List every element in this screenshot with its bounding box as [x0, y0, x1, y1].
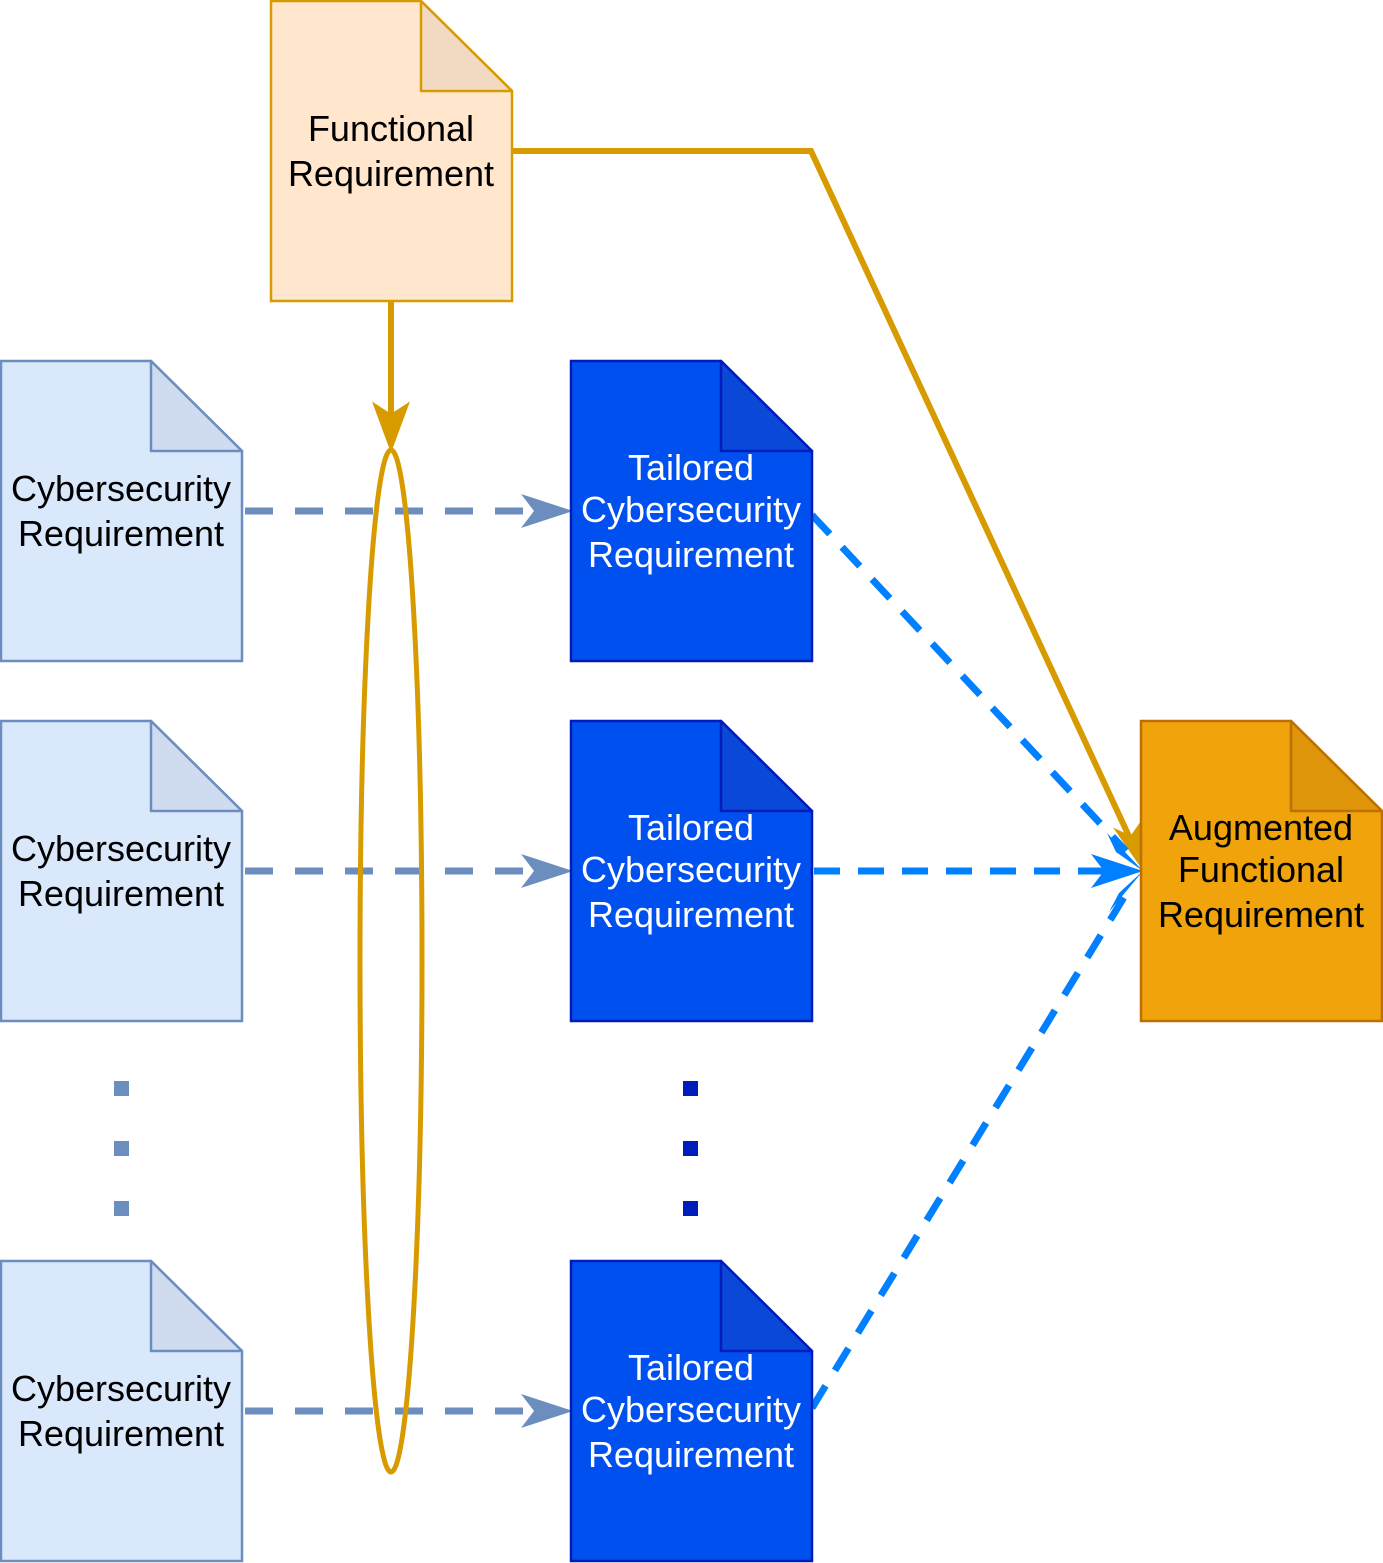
tailored-to-augmented-edges [809, 512, 1143, 1410]
arrowhead-tailored-3 [521, 1394, 573, 1428]
arrowhead-augmented-blue-1 [1107, 833, 1143, 871]
cyber-2-label-line1: Cybersecurity [11, 828, 231, 869]
cyber-ellipsis [114, 1081, 129, 1216]
augmented-label-line1: Augmented [1169, 807, 1353, 848]
tailored-3-label-line2: Cybersecurity [581, 1389, 801, 1430]
cybersecurity-requirement-node-1[interactable]: Cybersecurity Requirement [0, 359, 244, 663]
folded-corner [149, 359, 244, 453]
edge-tailored-3-to-augmented [809, 892, 1129, 1410]
edge-tailored-1-to-augmented [809, 512, 1129, 854]
arrowhead-tailored-1 [521, 494, 573, 528]
ellipsis-dot [683, 1201, 698, 1216]
cyber-2-label-line2: Requirement [18, 873, 224, 914]
tailored-1-label-line2: Cybersecurity [581, 489, 801, 530]
cybersecurity-requirement-node-2[interactable]: Cybersecurity Requirement [0, 719, 244, 1023]
document-shape [0, 359, 244, 663]
folded-corner [719, 359, 814, 453]
ellipsis-dot [114, 1081, 129, 1096]
folded-corner [719, 1259, 814, 1353]
ellipsis-dot [683, 1141, 698, 1156]
document-shape [269, 0, 514, 303]
cyber-to-tailored-edges [245, 494, 573, 1428]
tailored-requirement-node-1[interactable]: Tailored Cybersecurity Requirement [569, 359, 814, 663]
arrowhead-augmented-blue-3 [1109, 871, 1143, 912]
tailored-2-label-line2: Cybersecurity [581, 849, 801, 890]
functional-requirement-node[interactable]: Functional Requirement [269, 0, 514, 303]
folded-corner [149, 1259, 244, 1353]
tailored-3-label-line1: Tailored [628, 1347, 754, 1388]
document-shape [0, 1259, 244, 1563]
tailored-2-label-line1: Tailored [628, 807, 754, 848]
cyber-1-label-line2: Requirement [18, 513, 224, 554]
augmented-label-line3: Requirement [1158, 894, 1364, 935]
functional-label-line1: Functional [308, 108, 474, 149]
folded-corner [719, 719, 814, 813]
arrowhead-augmented-blue-2 [1091, 854, 1143, 888]
cybersecurity-requirement-node-3[interactable]: Cybersecurity Requirement [0, 1259, 244, 1563]
tailored-requirement-node-3[interactable]: Tailored Cybersecurity Requirement [569, 1259, 814, 1563]
folded-corner [1289, 719, 1383, 813]
folded-corner [419, 0, 514, 93]
functional-application-ellipse [357, 447, 425, 1475]
tailored-ellipsis [683, 1081, 698, 1216]
ellipsis-dot [114, 1141, 129, 1156]
augmented-label-line2: Functional [1178, 849, 1344, 890]
arrowhead-tailored-2 [521, 854, 573, 888]
arrowhead-ellipse [372, 401, 410, 453]
cyber-3-label-line2: Requirement [18, 1413, 224, 1454]
tailored-3-label-line3: Requirement [588, 1434, 794, 1475]
tailored-1-label-line1: Tailored [628, 447, 754, 488]
ellipsis-dot [114, 1201, 129, 1216]
tailored-2-label-line3: Requirement [588, 894, 794, 935]
edge-functional-to-augmented [512, 148, 1143, 862]
tailored-requirement-node-2[interactable]: Tailored Cybersecurity Requirement [569, 719, 814, 1023]
document-shape [0, 719, 244, 1023]
augmented-requirement-node[interactable]: Augmented Functional Requirement [1139, 719, 1383, 1023]
tailored-1-label-line3: Requirement [588, 534, 794, 575]
cyber-1-label-line1: Cybersecurity [11, 468, 231, 509]
functional-label-line2: Requirement [288, 153, 494, 194]
folded-corner [149, 719, 244, 813]
cyber-3-label-line1: Cybersecurity [11, 1368, 231, 1409]
ellipsis-dot [683, 1081, 698, 1096]
